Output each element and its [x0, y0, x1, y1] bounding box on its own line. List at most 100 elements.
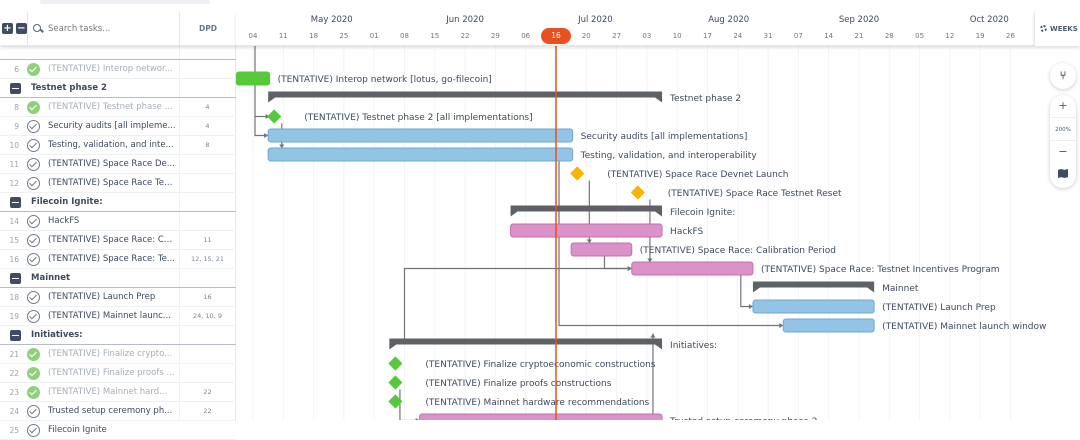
row-number: 23 — [9, 387, 19, 397]
task-row[interactable]: 16(TENTATIVE) Space Race: Te...12, 15, 2… — [0, 250, 236, 269]
completed-check-icon[interactable] — [27, 366, 40, 380]
month-label: Jul 2020 — [578, 15, 613, 25]
milestone-diamond[interactable] — [388, 356, 403, 371]
zoom-controls: + 200% − — [1050, 95, 1076, 188]
task-bar[interactable] — [631, 261, 754, 276]
task-row[interactable]: 21(TENTATIVE) Finalize crypto... — [0, 345, 236, 364]
incomplete-check-icon[interactable] — [27, 119, 40, 133]
bar-label: (TENTATIVE) Space Race: Testnet Incentiv… — [761, 265, 1000, 275]
row-number: 22 — [9, 368, 19, 378]
collapse-group-icon[interactable] — [10, 272, 21, 284]
group-row[interactable]: Testnet phase 2 — [0, 79, 236, 98]
task-bar[interactable] — [236, 71, 271, 86]
group-row[interactable]: Mainnet — [0, 269, 236, 288]
group-row[interactable]: Filecoin Ignite: — [0, 193, 236, 212]
group-row[interactable]: Initiatives: — [0, 326, 236, 345]
search-input[interactable] — [48, 24, 168, 34]
link-arrow-icon — [264, 133, 269, 138]
row-number: 8 — [14, 102, 19, 112]
task-row[interactable]: 15(TENTATIVE) Space Race: Ca...11 — [0, 231, 236, 250]
dependency-value: 24, 10, 9 — [193, 312, 222, 320]
bar-label: HackFS — [670, 227, 703, 237]
week-label: 15 — [430, 32, 440, 40]
link-arrow-icon — [586, 239, 592, 244]
task-row[interactable]: 12(TENTATIVE) Space Race Tes... — [0, 174, 236, 193]
task-row[interactable]: 8(TENTATIVE) Testnet phase ...4 — [0, 98, 236, 117]
row-number: 25 — [9, 425, 19, 435]
minimap-button[interactable] — [1050, 163, 1076, 185]
incomplete-check-icon[interactable] — [27, 290, 40, 304]
milestone-diamond[interactable] — [267, 109, 282, 124]
row-number: 18 — [9, 292, 19, 302]
completed-check-icon[interactable] — [27, 385, 40, 399]
expand-collapse-controls: + − — [2, 23, 27, 34]
incomplete-check-icon[interactable] — [27, 309, 40, 323]
milestone-diamond[interactable] — [570, 166, 585, 181]
row-number: 10 — [9, 140, 19, 150]
week-label: 17 — [703, 32, 712, 40]
link-arrow-icon — [279, 144, 285, 149]
incomplete-check-icon[interactable] — [27, 404, 40, 418]
task-name: (TENTATIVE) Space Race: Te... — [48, 254, 175, 264]
dpd-column-header[interactable]: DPD — [179, 12, 236, 46]
gear-icon — [1040, 25, 1047, 32]
task-row[interactable]: 19(TENTATIVE) Mainnet launc...24, 10, 9 — [0, 307, 236, 326]
row-number: 14 — [9, 216, 19, 226]
dependency-link — [403, 267, 632, 345]
incomplete-check-icon[interactable] — [27, 176, 40, 190]
week-label: 06 — [521, 32, 531, 40]
collapse-all-button[interactable]: − — [16, 23, 27, 34]
milestone-diamond[interactable] — [388, 375, 403, 390]
summary-bar — [268, 91, 663, 103]
zoom-out-button[interactable]: − — [1058, 145, 1068, 158]
expand-all-button[interactable]: + — [2, 23, 13, 34]
incomplete-check-icon[interactable] — [27, 157, 40, 171]
week-label: 20 — [581, 32, 591, 40]
task-row[interactable]: 22(TENTATIVE) Finalize proofs ... — [0, 364, 236, 383]
month-label: Aug 2020 — [708, 15, 750, 25]
task-bar[interactable] — [510, 223, 663, 238]
dependency-value: 8 — [205, 141, 210, 149]
collapse-group-icon[interactable] — [10, 196, 21, 208]
incomplete-check-icon[interactable] — [27, 252, 40, 266]
task-row[interactable]: 23(TENTATIVE) Mainnet hard...22 — [0, 383, 236, 402]
completed-check-icon[interactable] — [27, 62, 40, 76]
milestone-diamond[interactable] — [630, 185, 645, 200]
zoom-level: 200% — [1050, 117, 1076, 141]
task-name: (TENTATIVE) Launch Prep — [48, 292, 156, 302]
task-bar[interactable] — [782, 318, 875, 333]
scale-selector-button[interactable]: WEEKS — [1034, 12, 1080, 46]
bar-label: (TENTATIVE) Interop network [lotus, go-f… — [278, 75, 492, 85]
incomplete-check-icon[interactable] — [27, 138, 40, 152]
task-bar[interactable] — [267, 147, 574, 162]
completed-check-icon[interactable] — [27, 347, 40, 361]
task-bar[interactable] — [570, 242, 633, 257]
row-number: 21 — [9, 349, 19, 359]
map-icon — [1058, 169, 1068, 178]
incomplete-check-icon[interactable] — [27, 233, 40, 247]
collapse-group-icon[interactable] — [10, 329, 21, 341]
milestone-diamond[interactable] — [388, 394, 403, 409]
task-bar[interactable] — [267, 128, 574, 143]
incomplete-check-icon[interactable] — [27, 214, 40, 228]
task-row[interactable]: 11(TENTATIVE) Space Race De... — [0, 155, 236, 174]
zoom-in-button[interactable]: + — [1058, 99, 1068, 112]
task-row[interactable]: 6(TENTATIVE) Interop networ... — [0, 60, 236, 79]
search-box[interactable] — [27, 12, 179, 46]
collapse-group-icon[interactable] — [10, 82, 21, 94]
task-bar[interactable] — [419, 413, 663, 420]
critical-path-button[interactable]: ⑂ — [1050, 63, 1076, 89]
week-label: 07 — [793, 32, 803, 40]
task-bar[interactable] — [752, 299, 875, 314]
bar-label: (TENTATIVE) Space Race Devnet Launch — [607, 170, 788, 180]
incomplete-check-icon[interactable] — [27, 423, 40, 437]
completed-check-icon[interactable] — [27, 100, 40, 114]
scale-label: WEEKS — [1050, 25, 1078, 33]
